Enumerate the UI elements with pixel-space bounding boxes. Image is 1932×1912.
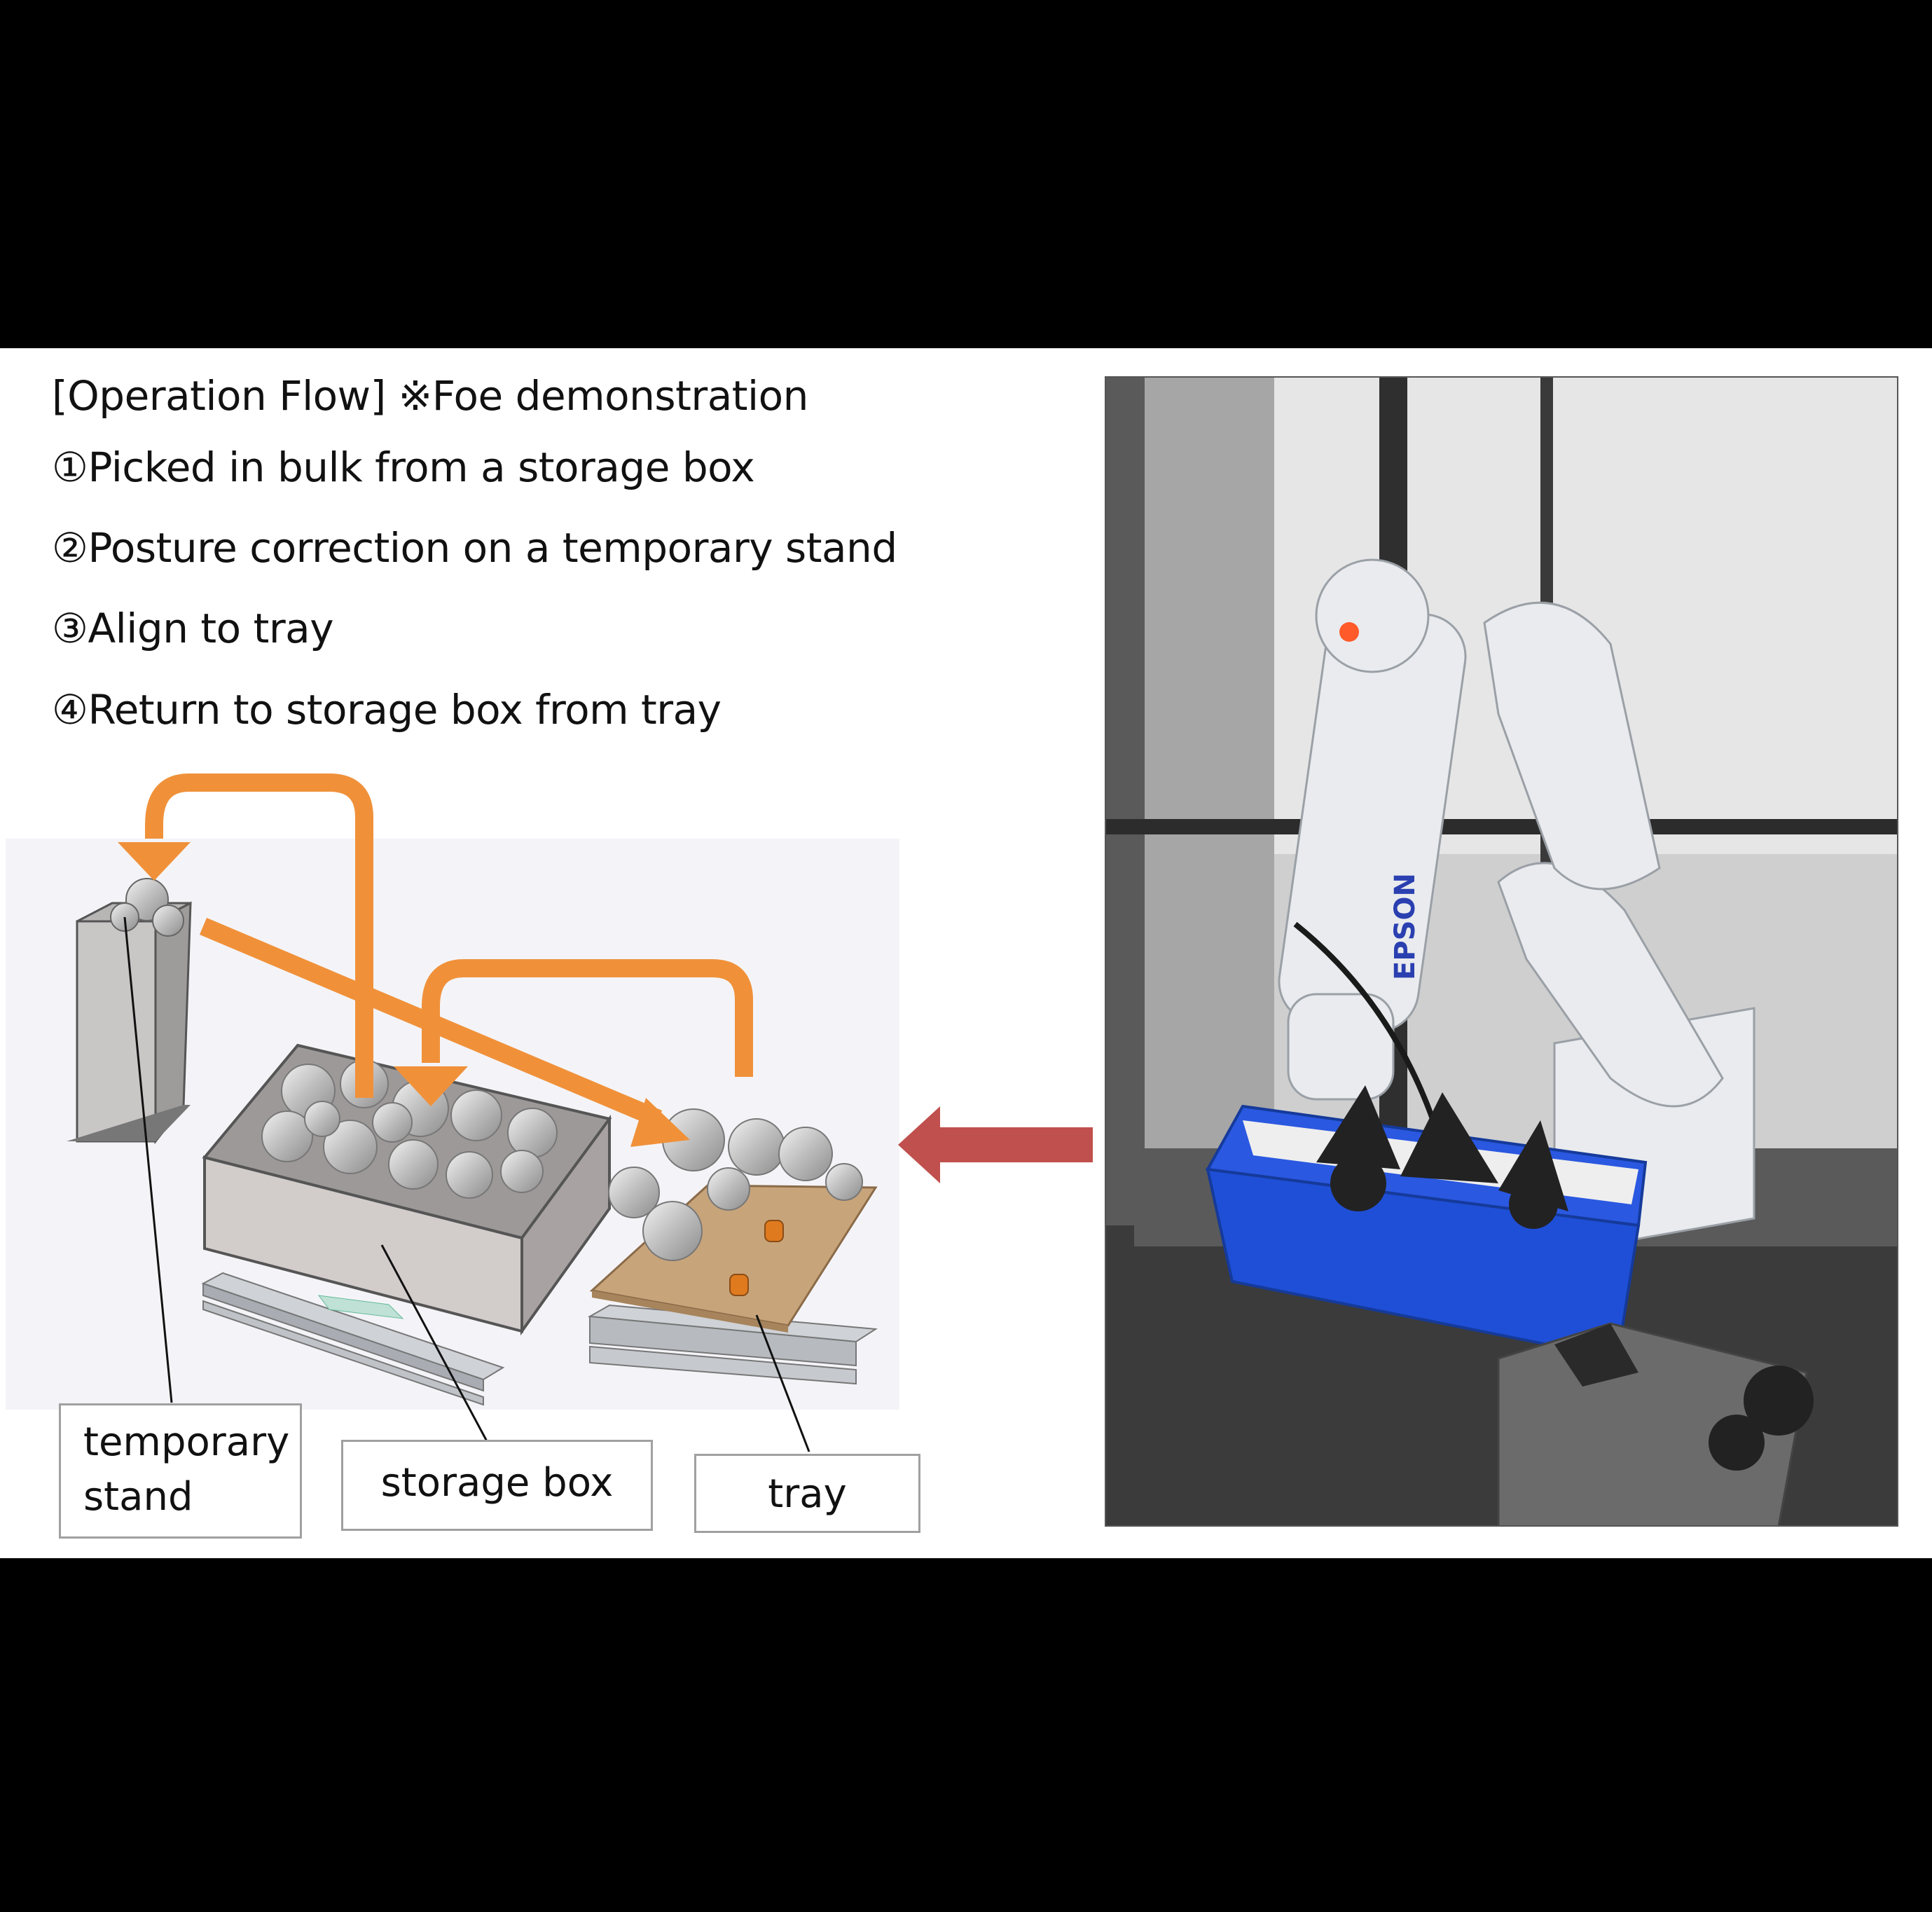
robot-photo-illustration: EPSON <box>1106 378 1897 1525</box>
content-panel: [Operation Flow] ※Foe demonstration ①Pic… <box>0 348 1932 1558</box>
label-storage-box-text: storage box <box>343 1460 651 1506</box>
label-temporary-stand: temporary stand <box>59 1403 302 1539</box>
tray-drawing <box>590 1109 876 1384</box>
label-temporary-stand-line1: temporary <box>83 1419 289 1465</box>
temporary-stand-drawing <box>67 879 191 1141</box>
label-temporary-stand-line2: stand <box>83 1474 193 1520</box>
operation-diagram <box>0 348 1093 1558</box>
robot-photo: EPSON <box>1105 376 1898 1527</box>
pointer-arrow <box>898 1106 1093 1183</box>
label-tray-text: tray <box>696 1471 918 1517</box>
robot-brand-text: EPSON <box>1389 873 1421 980</box>
label-storage-box: storage box <box>341 1440 653 1531</box>
label-tray: tray <box>694 1454 920 1533</box>
